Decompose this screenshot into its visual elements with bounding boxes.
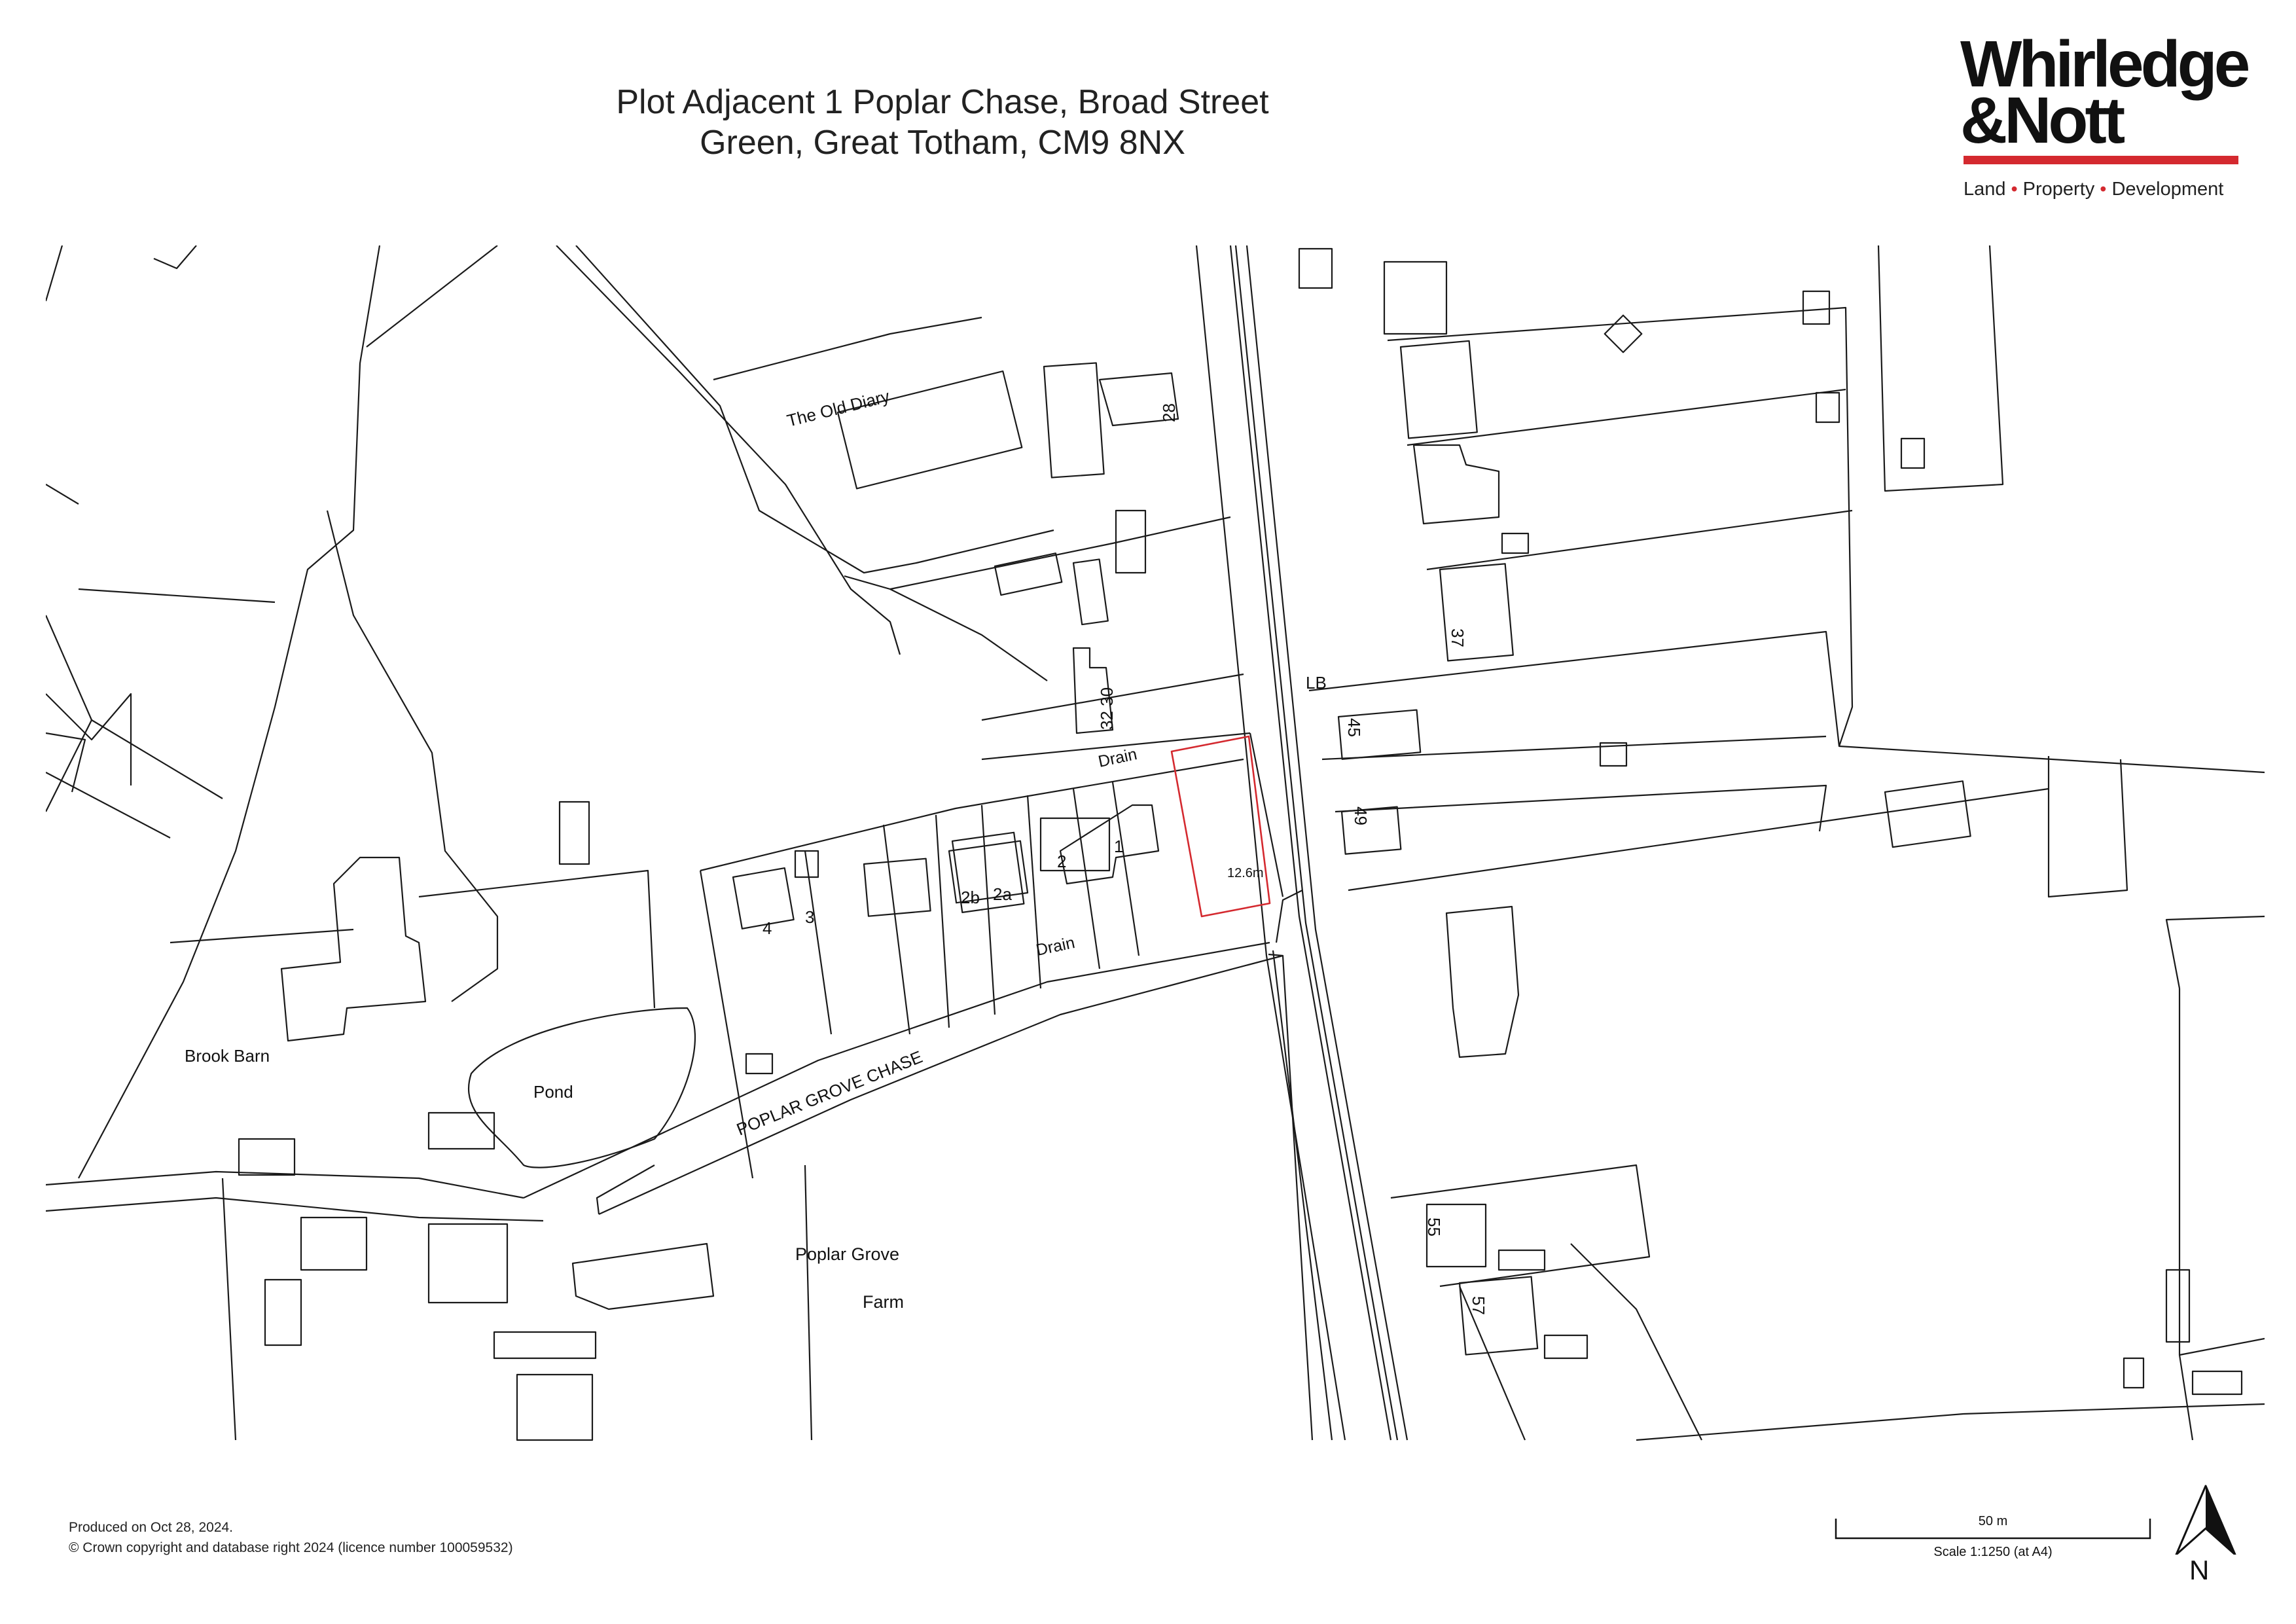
- poplar-grove-chase-road: [46, 890, 1303, 1222]
- scale-bar: 50 m Scale 1:1250 (at A4): [1833, 1509, 2160, 1561]
- label-drain-north: Drain: [1096, 745, 1138, 771]
- label-lb: LB: [1306, 673, 1327, 693]
- tag-dot-2: •: [2100, 179, 2107, 200]
- property-boundaries: [46, 245, 2265, 1441]
- label-brook-barn: Brook Barn: [185, 1046, 270, 1066]
- label-house-49: 49: [1351, 806, 1371, 825]
- label-house-45: 45: [1344, 718, 1364, 737]
- label-drain-south: Drain: [1034, 933, 1076, 960]
- label-house-2a: 2a: [993, 884, 1012, 904]
- pond: [467, 1007, 696, 1168]
- tag-property: Property: [2022, 179, 2095, 200]
- logo-red-bar: [1964, 156, 2238, 164]
- label-house-55: 55: [1424, 1218, 1444, 1236]
- north-arrow: N: [2170, 1483, 2242, 1594]
- copyright-notice: © Crown copyright and database right 202…: [69, 1540, 513, 1555]
- label-house-28: 28: [1159, 403, 1179, 422]
- tag-development: Development: [2111, 179, 2224, 200]
- label-pond: Pond: [533, 1082, 573, 1102]
- label-house-4: 4: [762, 918, 772, 938]
- label-poplar-grove: Poplar Grove: [795, 1244, 899, 1264]
- label-house-1: 1: [1114, 837, 1123, 856]
- label-old-diary: The Old Diary: [785, 386, 891, 431]
- title-line-2: Green, Great Totham, CM9 8NX: [700, 124, 1185, 162]
- site-map: The Old Diary 28 37 LB 45 49 32 30 Drain…: [46, 245, 2265, 1441]
- logo-line-1: Whirledge: [1960, 27, 2250, 101]
- label-house-2: 2: [1057, 852, 1066, 871]
- tag-dot-1: •: [2011, 179, 2018, 200]
- buildings: [238, 247, 2243, 1441]
- produced-date: Produced on Oct 28, 2024.: [69, 1520, 234, 1535]
- north-label: N: [2189, 1555, 2210, 1585]
- tag-land: Land: [1964, 179, 2006, 200]
- label-house-3: 3: [805, 907, 814, 927]
- north-arrow-icon: [2175, 1485, 2236, 1555]
- label-plot-width: 12.6m: [1227, 866, 1264, 880]
- scale-bar-label: 50 m: [1978, 1514, 2008, 1528]
- broad-street-road: [1195, 245, 1408, 1441]
- label-house-32-30: 32 30: [1097, 687, 1117, 730]
- label-house-37: 37: [1448, 628, 1467, 647]
- label-farm: Farm: [863, 1292, 904, 1312]
- title-line-1: Plot Adjacent 1 Poplar Chase, Broad Stre…: [616, 83, 1269, 121]
- label-house-57: 57: [1469, 1296, 1488, 1315]
- map-footer: Produced on Oct 28, 2024. © Crown copyri…: [69, 1517, 513, 1558]
- subject-plot-outline: [1170, 735, 1271, 918]
- label-poplar-grove-chase: POPLAR GROVE CHASE: [734, 1047, 925, 1139]
- logo-tagline: Land•Property•Development: [1964, 179, 2223, 200]
- logo-line-2: &Nott: [1960, 84, 2125, 157]
- scale-caption: Scale 1:1250 (at A4): [1933, 1545, 2053, 1559]
- scale-bar-graphic: [1835, 1519, 2151, 1540]
- label-house-2b: 2b: [961, 888, 980, 907]
- company-logo: Whirledge &Nott Land•Property•Developmen…: [1960, 27, 2250, 213]
- map-title: Plot Adjacent 1 Poplar Chase, Broad Stre…: [589, 82, 1296, 163]
